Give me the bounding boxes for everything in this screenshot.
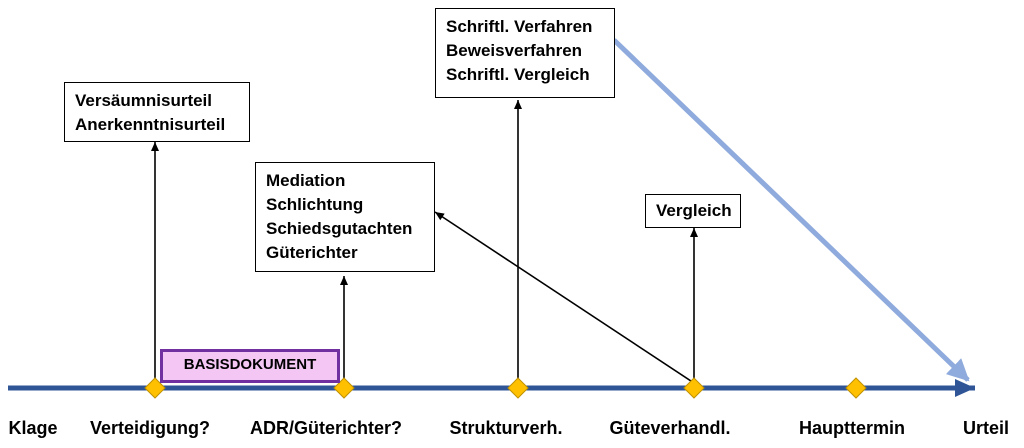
- box-schriftl-line-3: Schriftl. Vergleich: [446, 65, 590, 84]
- stage-label-verteidigung: Verteidigung?: [89, 418, 211, 438]
- arrow-guete-to-adr-options: [434, 211, 695, 384]
- box-schriftl-line-1: Schriftl. Verfahren: [446, 17, 593, 36]
- box-versaeumnis-line-2: Anerkenntnisurteil: [75, 115, 226, 134]
- stage-label-klage: Klage: [8, 418, 58, 438]
- stage-label-haupttermin: Haupttermin: [798, 418, 906, 438]
- milestone-diamond-struktur: [507, 377, 529, 399]
- basisdokument-label: BASISDOKUMENT: [183, 356, 317, 373]
- milestone-diamond-haupttermin: [845, 377, 867, 399]
- milestone-diamond-guete: [683, 377, 705, 399]
- box-adr-options-line-3: Schiedsgutachten: [266, 219, 413, 238]
- basisdokument-badge: BASISDOKUMENT: [160, 349, 340, 383]
- milestone-diamond-adr: [333, 377, 355, 399]
- stage-label-strukturverh: Strukturverh.: [449, 418, 563, 438]
- arrow-schriftl-to-urteil: [612, 38, 970, 382]
- stage-label-urteil: Urteil: [962, 418, 1010, 438]
- box-adr-options: Mediation Schlichtung Schiedsgutachten G…: [255, 162, 435, 272]
- stage-label-gueteverhandl: Güteverhandl.: [609, 418, 731, 438]
- milestone-diamond-verteidigung: [144, 377, 166, 399]
- box-adr-options-line-4: Güterichter: [266, 243, 358, 262]
- box-vergleich: Vergleich: [645, 194, 741, 228]
- stage-label-adr: ADR/Güterichter?: [249, 418, 403, 438]
- box-vergleich-line-1: Vergleich: [656, 201, 732, 220]
- box-schriftl-line-2: Beweisverfahren: [446, 41, 583, 60]
- box-versaeumnis: Versäumnisurteil Anerkenntnisurteil: [64, 82, 250, 142]
- box-adr-options-line-1: Mediation: [266, 171, 346, 190]
- box-schriftl: Schriftl. Verfahren Beweisverfahren Schr…: [435, 8, 615, 98]
- box-adr-options-line-2: Schlichtung: [266, 195, 364, 214]
- box-versaeumnis-line-1: Versäumnisurteil: [75, 91, 213, 110]
